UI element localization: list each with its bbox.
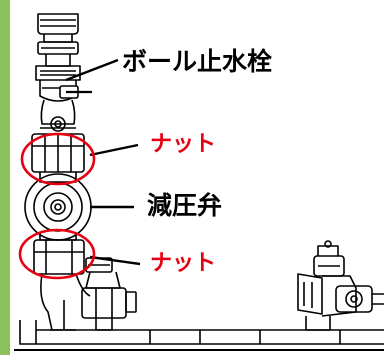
label-pressure-reducing-valve: 減圧弁 — [147, 191, 223, 220]
leader-line-nut-upper — [89, 143, 139, 157]
top-fitting — [37, 13, 79, 55]
leader-line-ball-valve — [65, 58, 119, 82]
leader-lines — [65, 58, 141, 266]
lower-piping — [40, 257, 137, 331]
label-nut-upper: ナット — [150, 132, 217, 157]
right-fittings — [297, 240, 384, 331]
base-platform — [14, 320, 384, 351]
highlight-upper-nut — [20, 132, 96, 186]
ball-valve-body — [35, 54, 92, 102]
label-ball-valve: ボール止水栓 — [122, 47, 273, 76]
left-accent-bar — [0, 0, 10, 355]
lower-nut — [33, 239, 85, 275]
highlight-ellipses — [18, 132, 96, 280]
highlight-lower-nut — [18, 228, 96, 280]
label-nut-lower: ナット — [150, 251, 217, 276]
leader-line-nut-lower — [89, 255, 141, 266]
upper-connector — [40, 99, 76, 132]
upper-nut — [31, 133, 85, 173]
